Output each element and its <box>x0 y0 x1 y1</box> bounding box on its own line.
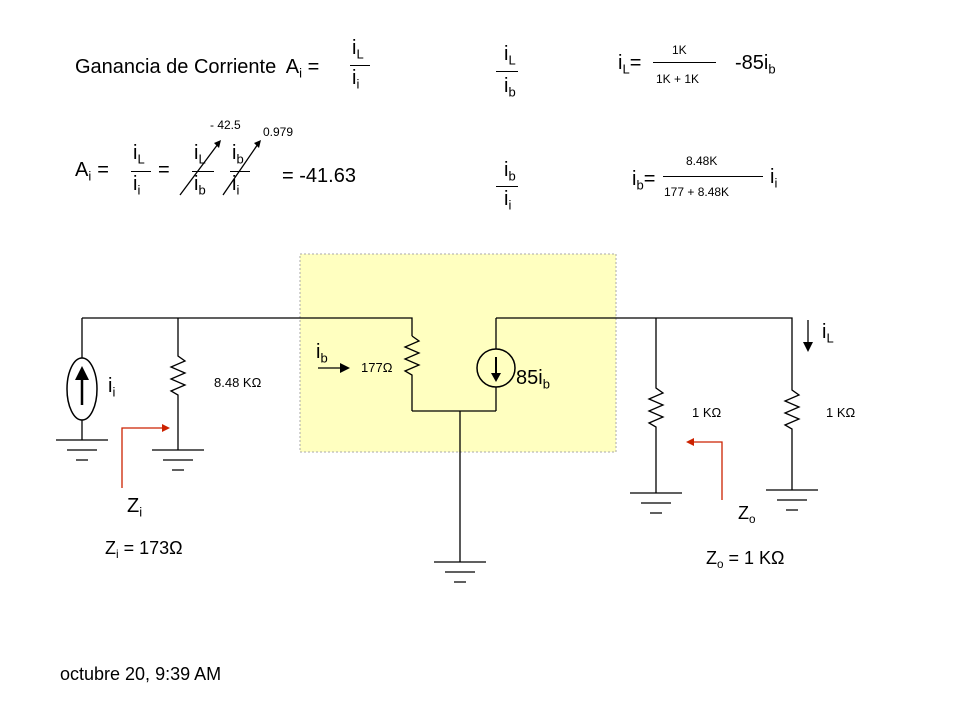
current-source-circle <box>66 357 98 421</box>
zi-arrow <box>121 427 164 488</box>
fraction-bar <box>496 71 518 72</box>
il-eq-numerator: 1K <box>672 43 687 57</box>
il-eq-result: -85ib <box>735 52 776 77</box>
gain-factor-1: - 42.5 <box>210 118 241 132</box>
zo-arrow <box>692 441 723 500</box>
dependent-source-circle <box>476 348 516 388</box>
resistor-source <box>169 318 187 450</box>
ground-1 <box>56 439 108 461</box>
ground-4 <box>630 492 682 514</box>
wire-top-left <box>82 317 413 336</box>
resistor-base <box>403 335 421 411</box>
source-current-label: ii <box>108 375 116 400</box>
fraction-bar <box>496 186 518 187</box>
zo-value: Zo = 1 KΩ <box>706 548 785 572</box>
cancel-slash-1 <box>179 143 219 196</box>
cancel-arrowhead-2 <box>254 140 261 148</box>
dependent-source-label: 85ib <box>516 367 550 392</box>
il-current-label: iL <box>822 321 834 346</box>
equals-sign: = <box>158 159 170 181</box>
fraction-bar <box>653 62 716 63</box>
ai-frac3-den: ii <box>232 173 240 198</box>
fraction-ib-num: ib <box>504 159 516 184</box>
fraction-bar <box>663 176 763 177</box>
zi-label: Zi <box>127 495 143 520</box>
ai-frac2-den: ib <box>194 173 206 198</box>
ground-5 <box>766 489 818 511</box>
fraction-il-num-2: iL <box>504 43 516 68</box>
ai-frac2-num: iL <box>194 142 206 167</box>
title-label: Ganancia de Corriente Ai = <box>75 56 320 81</box>
ib-arrowhead <box>340 363 350 373</box>
fraction-bar <box>350 65 370 66</box>
fraction-bar <box>131 171 151 172</box>
ib-eq-result: ii <box>770 166 778 191</box>
ai-frac-num: iL <box>133 142 145 167</box>
ai-frac3-num: ib <box>232 142 244 167</box>
r-base-label: 177Ω <box>361 360 393 375</box>
r-collector-label: 1 KΩ <box>692 405 722 420</box>
fraction-ii-den-2: ii <box>504 188 512 213</box>
ai-frac-den: ii <box>133 173 141 198</box>
zi-value: Zi = 173Ω <box>105 538 183 562</box>
fraction-ib-den: ib <box>504 75 516 100</box>
cancel-slash-2 <box>222 143 259 196</box>
gain-factor-2: 0.979 <box>263 125 294 139</box>
current-source-arrowhead <box>75 366 89 380</box>
fraction-ii-den: ii <box>352 67 360 92</box>
resistor-load <box>783 376 801 490</box>
dependent-source-arrowhead <box>491 373 501 382</box>
il-eq-label: iL= <box>618 52 642 77</box>
ib-eq-label: ib= <box>632 168 656 193</box>
ground-2 <box>152 449 204 471</box>
ib-current-label: ib <box>316 341 328 366</box>
ai-label: Ai= <box>75 159 109 184</box>
gain-result: = -41.63 <box>282 165 356 187</box>
fraction-bar <box>230 171 250 172</box>
footer-timestamp: octubre 20, 9:39 AM <box>60 664 222 684</box>
ib-eq-numerator: 8.48K <box>686 154 718 168</box>
r-load-label: 1 KΩ <box>826 405 856 420</box>
resistor-collector <box>647 318 665 493</box>
zi-arrowhead <box>162 424 170 432</box>
ib-eq-denominator: 177 + 8.48K <box>664 185 730 199</box>
wire-collector <box>495 317 793 411</box>
il-eq-denominator: 1K + 1K <box>656 72 700 86</box>
r-source-label: 8.48 KΩ <box>214 375 262 390</box>
zo-label: Zo <box>738 503 756 527</box>
cancel-arrowhead-1 <box>214 140 221 148</box>
highlight-box <box>299 253 617 453</box>
ground-3 <box>434 561 486 583</box>
zo-arrowhead <box>686 438 694 446</box>
wire-emitter <box>412 410 496 562</box>
fraction-bar <box>192 171 214 172</box>
fraction-il-num: iL <box>352 37 364 62</box>
il-arrowhead <box>803 342 813 352</box>
